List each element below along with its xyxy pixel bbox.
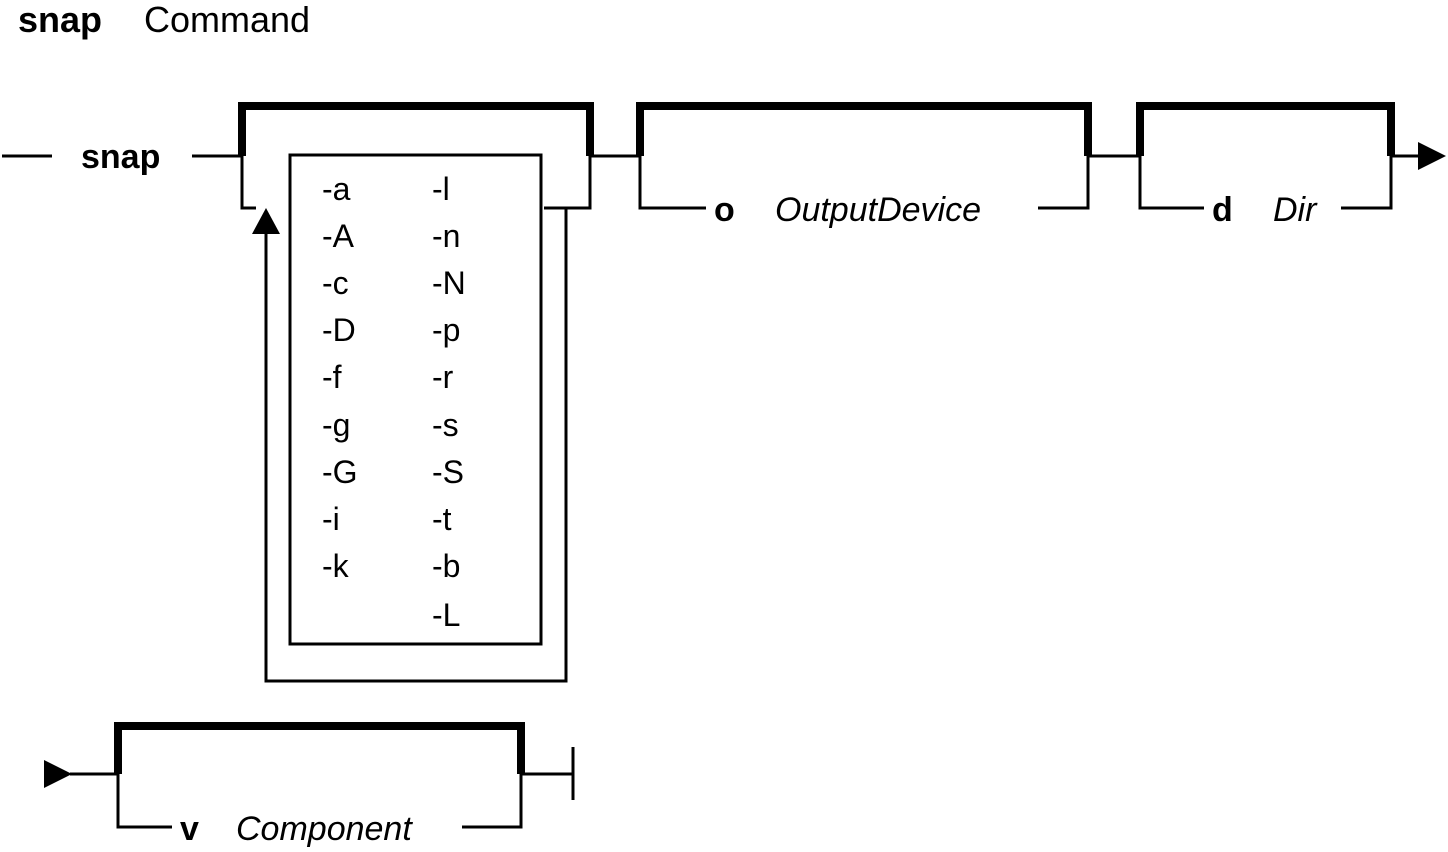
flag-item: -f [322,359,342,395]
title-command: snap [18,0,102,40]
flags-left-column: -a -A -c -D -f -g -G -i -k [322,171,358,584]
flag-item: -i [322,501,340,537]
flags-right-column: -l -n -N -p -r -s -S -t -b -L [432,171,466,633]
flag-item: -a [322,171,351,207]
flag-item: -l [432,171,450,207]
output-bracket-right-arm [1038,156,1090,210]
flag-item: -L [432,597,460,633]
dir-bracket [1136,102,1395,156]
flag-item: -s [432,407,459,443]
output-bracket-left-arm [638,156,706,210]
component-bracket-right-arm [462,774,523,829]
component-bracket [114,722,525,774]
flag-item: -N [432,265,466,301]
flag-item: -A [322,218,355,254]
title-word: Command [144,0,310,40]
flags-bracket-left-arm [240,156,256,210]
flag-item: -p [432,312,460,348]
flags-bracket [238,102,594,156]
repeat-loop [264,208,568,683]
dir-bracket-right-arm [1341,156,1393,210]
repeat-arrow [252,208,280,234]
continue-arrow [1418,142,1446,170]
component-param: Component [236,810,413,848]
flag-item: -b [432,548,460,584]
flag-item: -r [432,359,454,395]
flag-item: -c [322,265,349,301]
output-flag: o [714,191,735,229]
flags-box [288,153,543,646]
flag-item: -D [322,312,356,348]
dir-flag: d [1212,191,1233,229]
flag-item: -G [322,454,358,490]
flags-bracket-right-arm [544,156,592,210]
flag-item: -g [322,407,350,443]
flag-item: -S [432,454,464,490]
output-param: OutputDevice [775,191,981,229]
dir-bracket-left-arm [1138,156,1204,210]
component-flag: v [180,810,199,848]
dir-param: Dir [1273,191,1318,229]
output-bracket [636,102,1092,156]
flag-item: -n [432,218,460,254]
continuation-start-arrow [44,760,72,788]
flag-item: -k [322,548,350,584]
flag-item: -t [432,501,452,537]
component-bracket-left-arm [116,774,172,829]
command-name: snap [81,138,160,176]
